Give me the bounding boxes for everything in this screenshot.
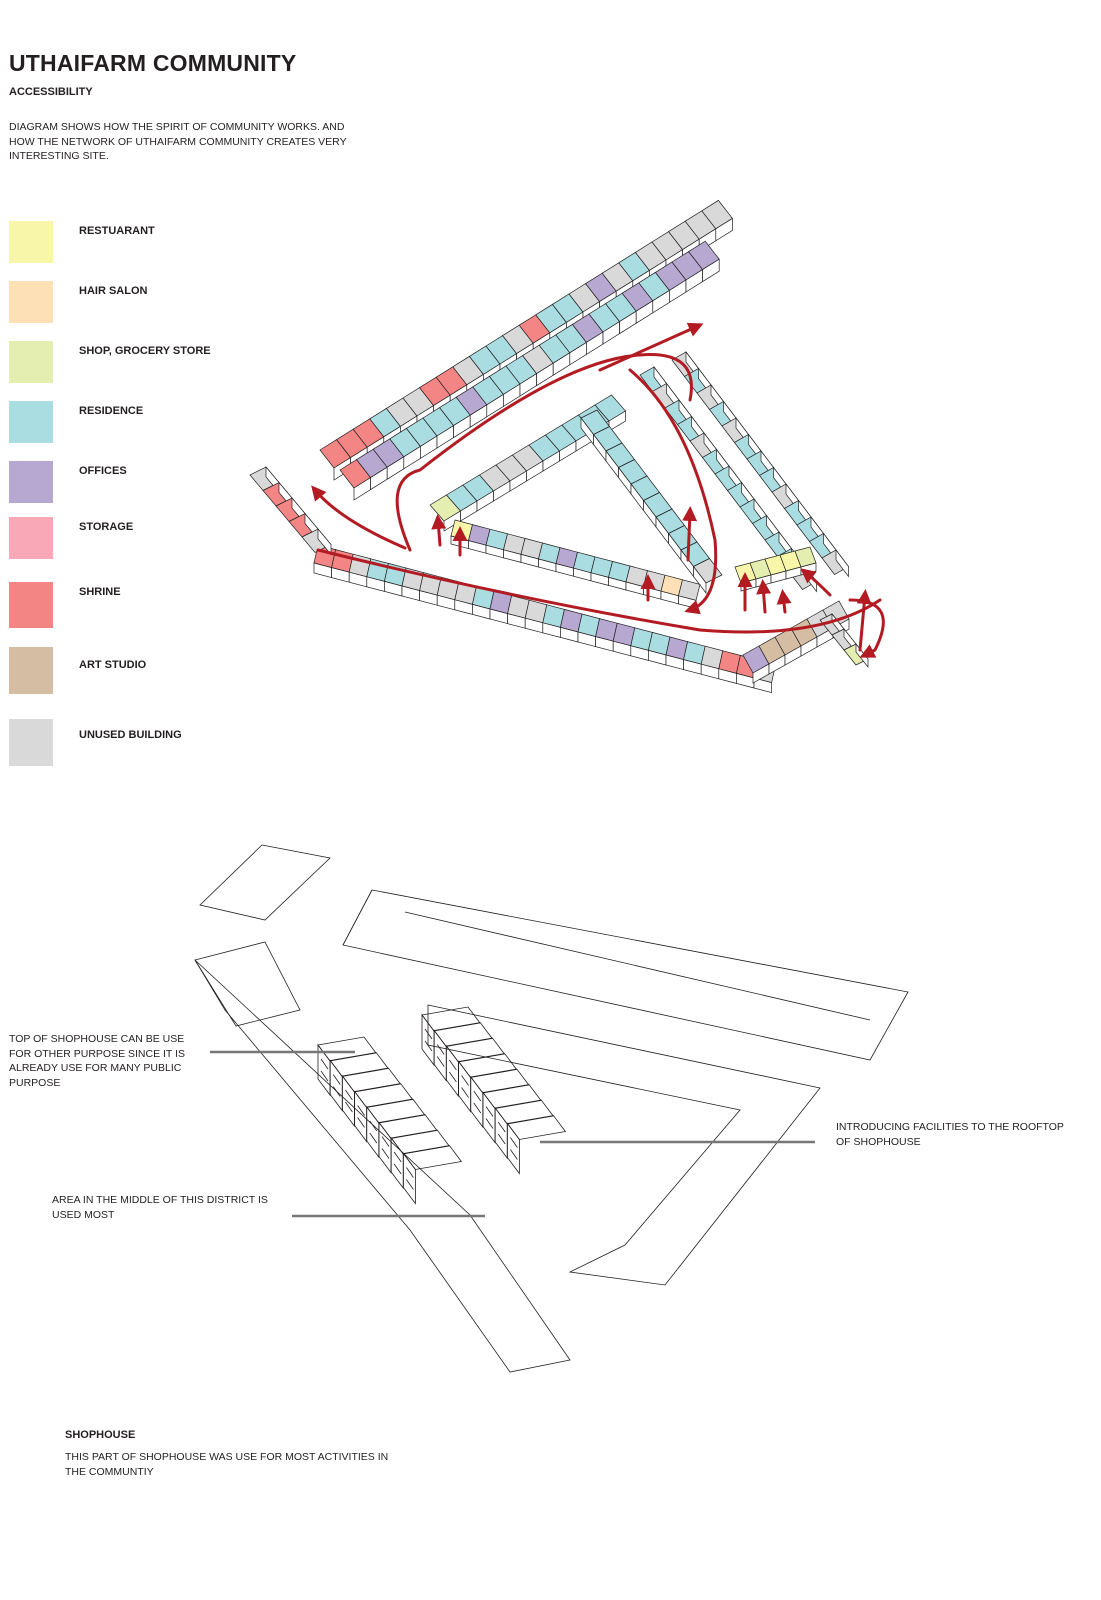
shophouse-unit-facade — [379, 1123, 391, 1173]
shophouse-description: THIS PART OF SHOPHOUSE WAS USE FOR MOST … — [65, 1450, 395, 1479]
shophouse-unit-facade — [507, 1124, 519, 1174]
shophouse-window — [449, 1060, 456, 1082]
shophouse-window — [370, 1121, 377, 1143]
circulation-path-up-arrow — [688, 512, 690, 560]
row-west — [250, 467, 331, 555]
shophouse-window — [394, 1152, 401, 1174]
annotation-rooftop-facilities: INTRODUCING FACILITIES TO THE ROOFTOP OF… — [836, 1120, 1066, 1149]
site-axonometric-diagram — [0, 0, 1101, 800]
building-blocks — [250, 200, 868, 692]
shophouse-window — [382, 1137, 389, 1159]
shophouse-rows — [210, 1007, 815, 1216]
shophouse-unit-facade — [330, 1061, 342, 1111]
shophouse-row-east — [422, 1007, 565, 1174]
circulation-path-east-cluster-3 — [783, 595, 785, 612]
shophouse-row-west — [318, 1037, 461, 1204]
shophouse-window — [425, 1029, 432, 1051]
circulation-path-far-east — [860, 595, 865, 650]
annotation-rooftop-use: TOP OF SHOPHOUSE CAN BE USE FOR OTHER PU… — [9, 1032, 209, 1090]
circulation-path-inner-arrow-1 — [438, 520, 440, 545]
row-southeast — [743, 601, 849, 683]
shophouse-unit-facade — [403, 1154, 415, 1204]
street-block-northwest — [195, 845, 330, 1026]
shophouse-unit-facade — [434, 1031, 446, 1081]
shophouse-unit-facade — [495, 1108, 507, 1158]
shophouse-window — [345, 1090, 352, 1112]
shophouse-unit-facade — [342, 1076, 354, 1126]
shophouse-title: SHOPHOUSE — [65, 1429, 135, 1441]
shophouse-window — [510, 1138, 517, 1160]
annotation-middle-area: AREA IN THE MIDDLE OF THIS DISTRICT IS U… — [52, 1193, 272, 1222]
circulation-paths — [315, 326, 883, 655]
shophouse-unit-facade — [391, 1138, 403, 1188]
shophouse-window — [474, 1091, 481, 1113]
shophouse-unit-facade — [471, 1077, 483, 1127]
street-block-east — [428, 1005, 820, 1285]
shophouse-unit-facade — [483, 1093, 495, 1143]
shophouse-window — [462, 1076, 469, 1098]
shophouse-window — [498, 1122, 505, 1144]
shophouse-window — [406, 1168, 413, 1190]
row-north-outer — [320, 200, 732, 480]
shophouse-unit-facade — [446, 1046, 458, 1096]
shophouse-window — [486, 1107, 493, 1129]
circulation-path-west — [315, 490, 405, 548]
shophouse-unit-facade — [355, 1092, 367, 1142]
circulation-path-east-cluster-2 — [763, 585, 765, 612]
shophouse-unit-facade — [459, 1062, 471, 1112]
row-east-2 — [672, 352, 849, 577]
shophouse-unit-facade — [367, 1107, 379, 1157]
